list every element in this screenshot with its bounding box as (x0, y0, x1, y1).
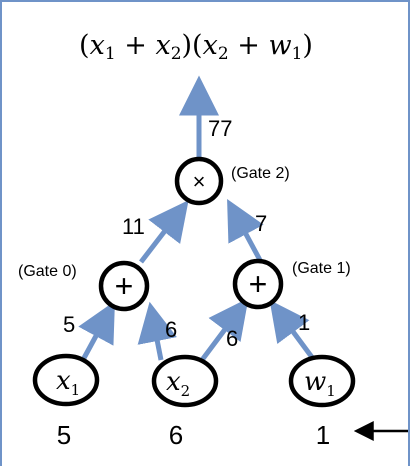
arrow-x1-gate0 (78, 301, 115, 360)
gate2-label: (Gate 2) (231, 165, 290, 182)
arrow-w1-gate1 (269, 299, 317, 362)
gate1-symbol: + (249, 266, 268, 302)
arrow-gate1-gate2 (227, 198, 264, 264)
arrow-gate0-gate2 (139, 200, 189, 264)
edge-value-x2-gate0: 6 (165, 317, 177, 342)
expression-title: (x1 + x2)(x2 + w1) (79, 30, 313, 64)
gate0-node (98, 260, 150, 312)
x1-label: x1 (56, 366, 80, 399)
gate1-label: (Gate 1) (292, 260, 351, 277)
gate0-label: (Gate 0) (18, 263, 77, 280)
edge-value-x1-gate0: 5 (63, 312, 75, 337)
edge-value-gate0-gate2: 11 (122, 214, 145, 239)
x2-value: 6 (169, 420, 183, 450)
x1-node (32, 353, 100, 407)
w1-value: 1 (316, 420, 330, 450)
gate2-node (174, 156, 224, 206)
x1-value: 5 (57, 420, 71, 450)
edge-value-gate1-gate2: 7 (255, 211, 267, 236)
w1-node (288, 354, 356, 408)
x2-node (151, 354, 219, 408)
edge-value-w1-gate1: 1 (298, 310, 310, 335)
gate1-node (232, 258, 284, 310)
arrow-x2-gate0 (137, 301, 177, 361)
edge-value-x2-gate1: 6 (226, 326, 238, 351)
gate2-symbol: × (193, 169, 206, 194)
x2-label: x2 (166, 367, 190, 400)
w1-label: w1 (304, 367, 336, 400)
gate0-symbol: + (115, 268, 134, 304)
arrow-x2-gate1 (200, 298, 249, 362)
output-value: 77 (208, 116, 232, 141)
